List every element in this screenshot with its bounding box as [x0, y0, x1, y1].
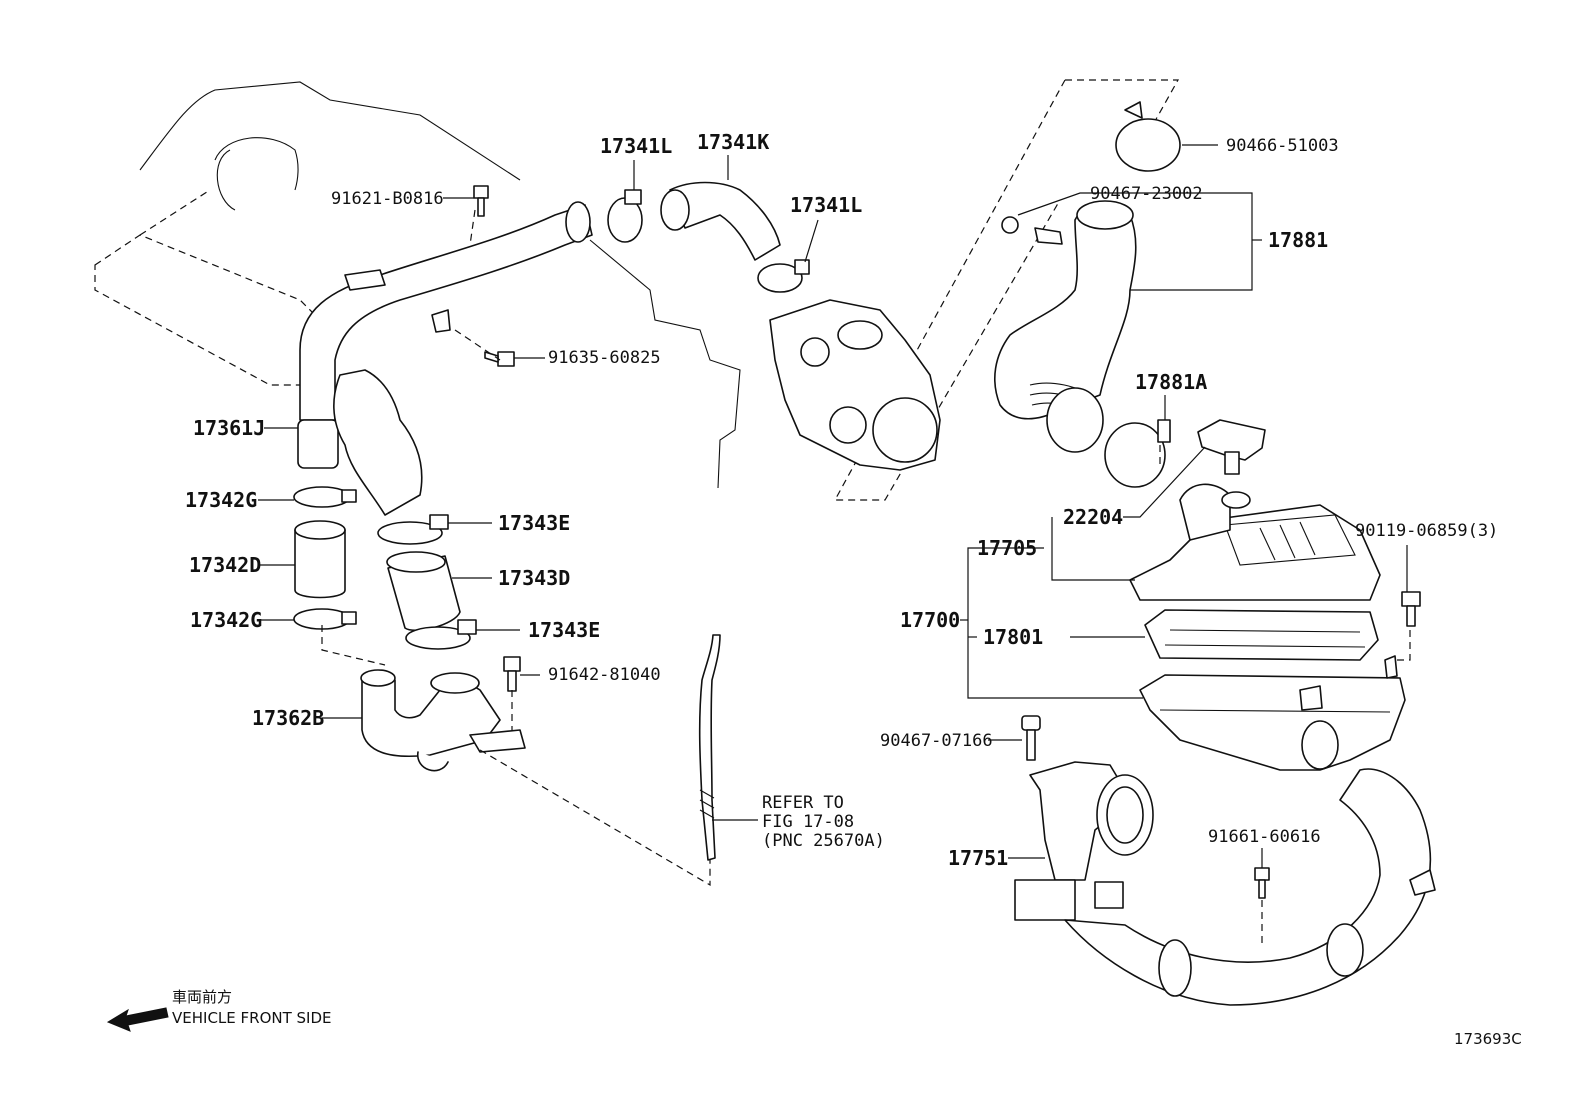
- callout-17881A: 17881A: [1135, 370, 1207, 394]
- figure-id: 173693C: [1454, 1030, 1522, 1048]
- duct-17881: [994, 200, 1137, 453]
- callout-17341L-a: 17341L: [600, 134, 672, 158]
- clamp-17343E-upper: [377, 514, 449, 545]
- hose-17341K: [660, 181, 781, 261]
- refer-note-line-1: REFER TO: [762, 793, 844, 813]
- leader-lines: [258, 144, 1408, 868]
- callout-17361J: 17361J: [193, 416, 265, 440]
- clamp-17342G-lower: [293, 608, 357, 630]
- hose-17361J: [297, 201, 593, 469]
- callout-22204: 22204: [1063, 505, 1123, 529]
- callout-17881: 17881: [1268, 228, 1328, 252]
- bolt-17881A: [1157, 419, 1171, 443]
- callout-labels: 17341L 17341K 17341L 91621-B0816 91635-6…: [185, 130, 1498, 870]
- refer-note-line-2: FIG 17-08: [762, 812, 854, 832]
- callout-91621-B0816: 91621-B0816: [331, 189, 444, 209]
- callout-90466-51003: 90466-51003: [1226, 136, 1339, 156]
- callout-91635-60825: 91635-60825: [548, 348, 661, 368]
- clamp-90466-51003: [1115, 101, 1181, 172]
- vehicle-front-indicator: 車両前方 VEHICLE FRONT SIDE: [106, 988, 332, 1032]
- clamp-17343E-lower: [405, 619, 477, 650]
- callout-17751: 17751: [948, 846, 1008, 870]
- bolt-90467-07166: [1021, 715, 1041, 761]
- direction-label-en: VEHICLE FRONT SIDE: [172, 1009, 332, 1027]
- assembly-lines: [321, 209, 1411, 945]
- callout-17801: 17801: [983, 625, 1043, 649]
- inlet-17751: [1014, 761, 1154, 921]
- refer-note-line-3: (PNC 25670A): [762, 831, 885, 851]
- callout-17343E-lower: 17343E: [528, 618, 600, 642]
- callout-17700: 17700: [900, 608, 960, 632]
- callout-91642-81040: 91642-81040: [548, 665, 661, 685]
- callout-17341K: 17341K: [697, 130, 769, 154]
- callout-17342D: 17342D: [189, 553, 261, 577]
- callout-17342G-lower: 17342G: [190, 608, 262, 632]
- hose-17342D: [294, 520, 346, 599]
- bolt-91621-B0816: [473, 185, 489, 217]
- callout-90467-07166: 90467-07166: [880, 731, 993, 751]
- callout-17343D: 17343D: [498, 566, 570, 590]
- callout-17362B: 17362B: [252, 706, 324, 730]
- callout-90467-23002: 90467-23002: [1090, 184, 1203, 204]
- hose-17343D-upper: [333, 369, 423, 516]
- bolt-90119-06859: [1401, 591, 1421, 627]
- callout-17342G-upper: 17342G: [185, 488, 257, 512]
- clamp-17341L-b: [757, 259, 810, 293]
- clamp-17341L-a: [607, 189, 643, 243]
- dipstick: [698, 634, 721, 861]
- clamp-17881A: [1104, 422, 1166, 488]
- front-direction-arrow-icon: [106, 1007, 169, 1032]
- pipe-17362B: [360, 669, 526, 772]
- callout-90119-06859: 90119-06859(3): [1355, 521, 1498, 541]
- throttle-body: [769, 299, 941, 471]
- filter-element-17801: [1144, 609, 1379, 661]
- sensor-22204: [1197, 419, 1266, 475]
- callout-91661-60616: 91661-60616: [1208, 827, 1321, 847]
- air-cleaner-case: [1139, 655, 1406, 771]
- bolt-91661-60616: [1254, 867, 1270, 899]
- engine-outline: [94, 79, 1180, 501]
- hose-17343D: [386, 551, 461, 632]
- direction-label-jp: 車両前方: [172, 988, 232, 1006]
- callout-17705: 17705: [977, 536, 1037, 560]
- callout-17341L-b: 17341L: [790, 193, 862, 217]
- bolt-91642-81040: [503, 656, 521, 692]
- air-cleaner-cap-17705: [1129, 483, 1381, 601]
- callout-17343E-upper: 17343E: [498, 511, 570, 535]
- duct-lower-hose: [1064, 768, 1436, 1006]
- clamp-17342G-upper: [293, 486, 357, 508]
